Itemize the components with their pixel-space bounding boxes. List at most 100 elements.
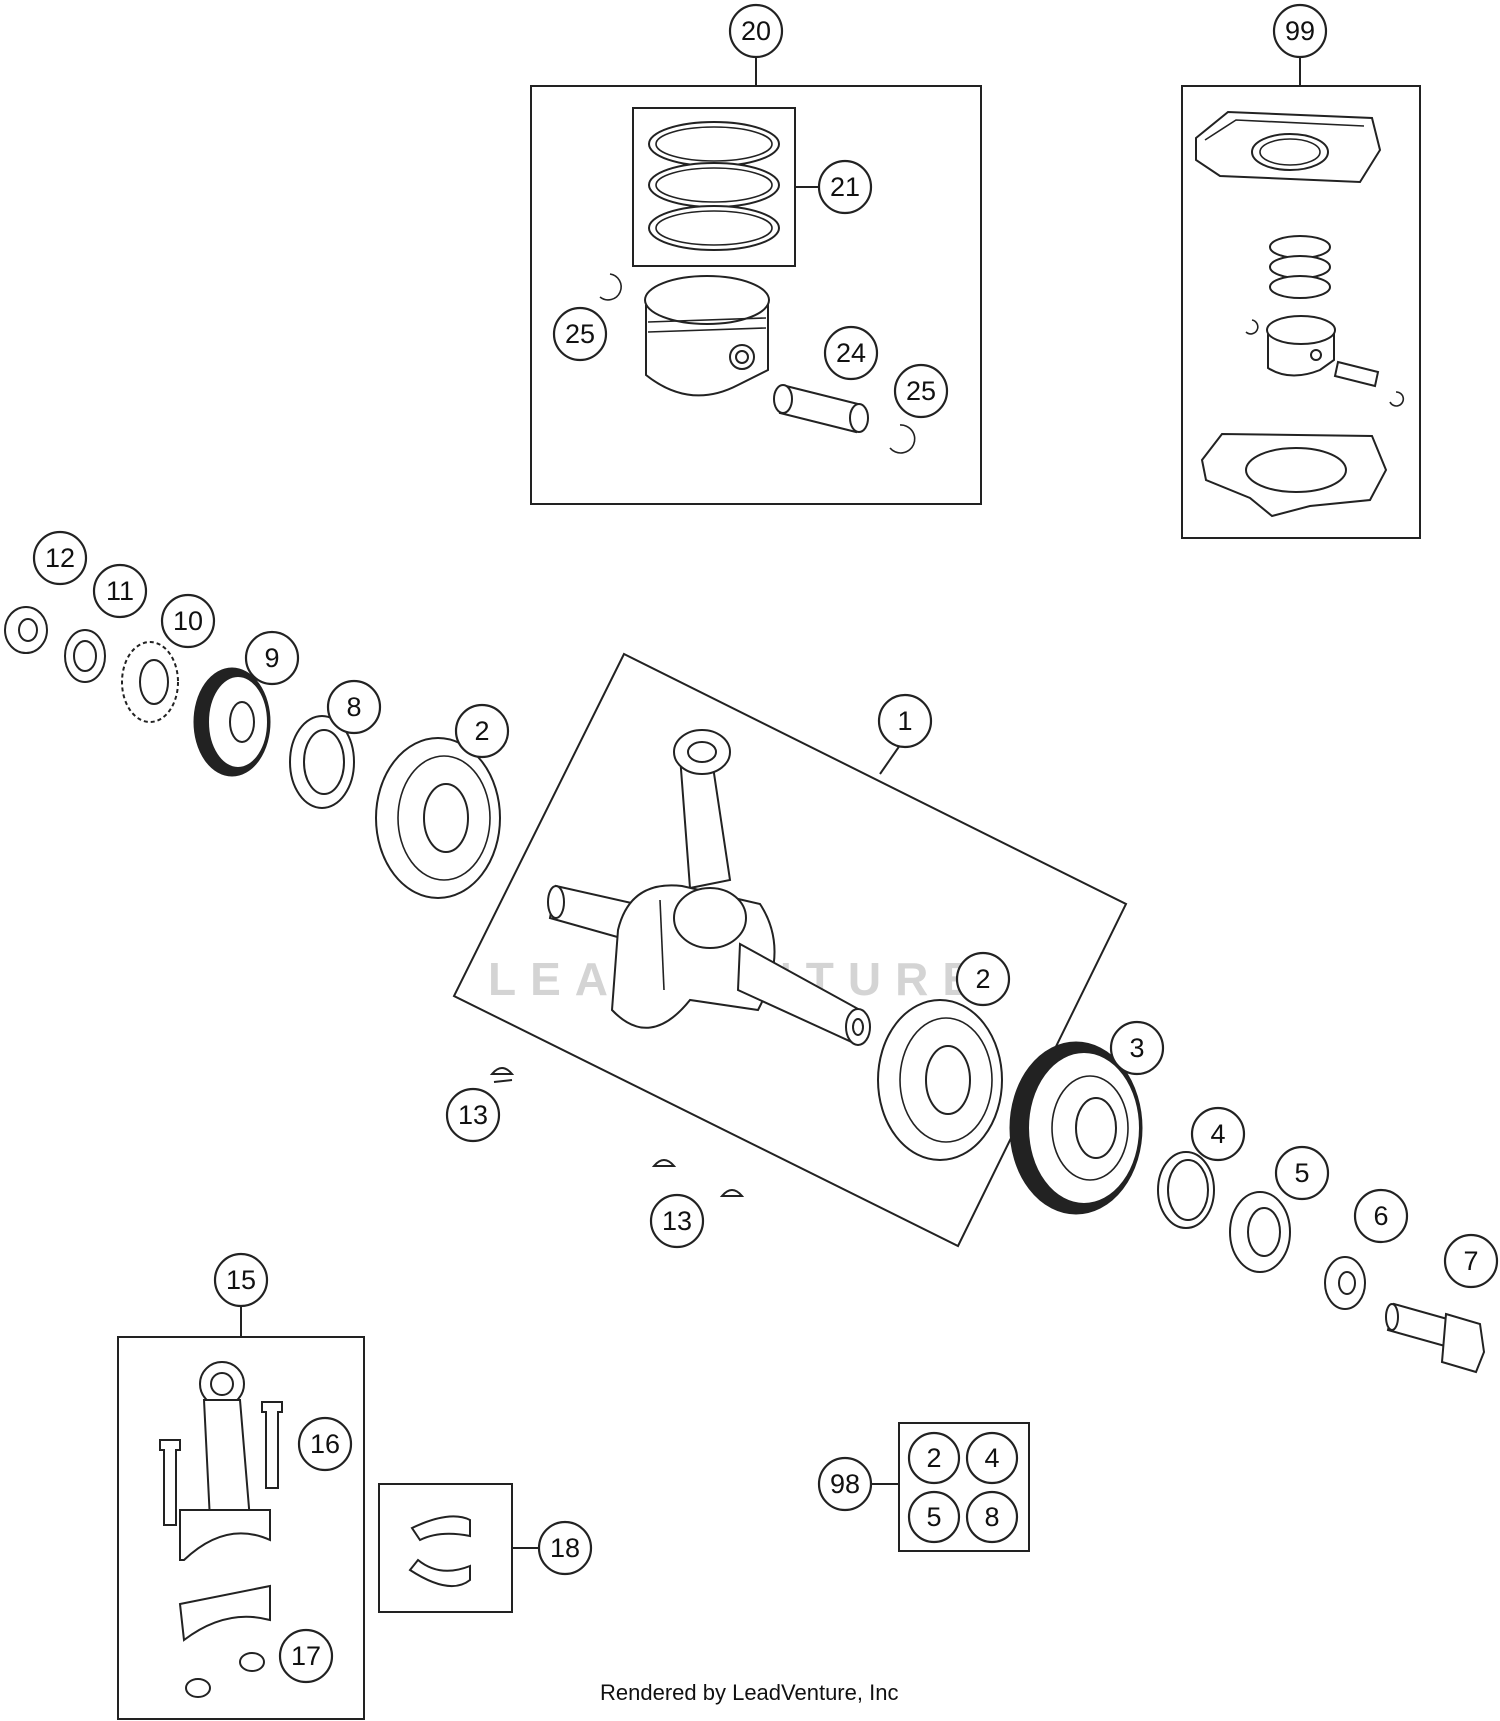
callout-21[interactable]: 21 (817, 159, 873, 215)
svg-text:21: 21 (830, 172, 860, 202)
callout-16[interactable]: 16 (297, 1416, 353, 1472)
svg-text:2: 2 (474, 716, 489, 746)
base-gasket (1200, 432, 1388, 518)
kit-98-item-c[interactable]: 5 (907, 1490, 961, 1544)
callout-11[interactable]: 11 (92, 563, 148, 619)
svg-text:24: 24 (836, 338, 866, 368)
callout-98[interactable]: 98 (817, 1456, 873, 1512)
svg-text:18: 18 (550, 1533, 580, 1563)
circlip-right (889, 424, 916, 454)
svg-text:11: 11 (106, 576, 134, 606)
crankshaft-frame (452, 652, 1128, 1248)
mini-circlip-right (1389, 391, 1405, 407)
svg-text:98: 98 (830, 1469, 860, 1499)
callout-5[interactable]: 5 (1274, 1145, 1330, 1201)
svg-text:5: 5 (926, 1502, 941, 1532)
mini-rings (1269, 235, 1331, 299)
callout-25-right[interactable]: 25 (893, 363, 949, 419)
bearing-shell-group (378, 1483, 541, 1613)
washer-11 (64, 629, 106, 683)
callout-13-left[interactable]: 13 (445, 1087, 501, 1143)
svg-text:2: 2 (975, 964, 990, 994)
callout-12[interactable]: 12 (32, 530, 88, 586)
bolt-7 (1385, 1302, 1486, 1374)
bearing-shell-frame (378, 1483, 513, 1613)
piston-pin (773, 384, 869, 434)
callout-2-right[interactable]: 2 (955, 951, 1011, 1007)
svg-text:6: 6 (1373, 1201, 1388, 1231)
kit-98-item-a[interactable]: 2 (907, 1431, 961, 1485)
kit-98-item-b[interactable]: 4 (965, 1431, 1019, 1485)
mini-piston (1266, 315, 1336, 377)
svg-text:9: 9 (264, 643, 279, 673)
mini-pin (1333, 360, 1380, 388)
gear-3 (1009, 1041, 1143, 1215)
svg-text:10: 10 (173, 606, 203, 636)
conrod-cap (178, 1584, 271, 1642)
kit-98-group (870, 1422, 1030, 1552)
svg-text:8: 8 (984, 1502, 999, 1532)
conrod-nuts (185, 1652, 265, 1698)
bearing-shell-top (410, 1515, 471, 1542)
piston-rings (648, 121, 780, 251)
callout-10[interactable]: 10 (160, 593, 216, 649)
svg-text:8: 8 (346, 692, 361, 722)
callout-13-right[interactable]: 13 (649, 1193, 705, 1249)
callout-99[interactable]: 99 (1272, 3, 1328, 59)
svg-text:17: 17 (291, 1641, 321, 1671)
svg-text:2: 2 (926, 1443, 941, 1473)
conrod-bolts (159, 1401, 283, 1526)
svg-text:16: 16 (310, 1429, 340, 1459)
crankshaft (547, 729, 871, 1046)
callout-20[interactable]: 20 (728, 3, 784, 59)
callout-24[interactable]: 24 (823, 325, 879, 381)
nut-5 (1229, 1191, 1291, 1273)
svg-text:13: 13 (458, 1100, 488, 1130)
sprocket-10 (121, 641, 179, 723)
piston-kit-group (530, 53, 982, 505)
seal-8 (289, 715, 355, 809)
woodruff-keys (489, 1067, 745, 1197)
mini-circlip-left (1245, 319, 1259, 335)
callout-4[interactable]: 4 (1190, 1106, 1246, 1162)
bearing-2-right (877, 999, 1003, 1161)
svg-text:25: 25 (565, 319, 595, 349)
callout-1[interactable]: 1 (877, 693, 933, 749)
crankshaft-group (452, 652, 1128, 1248)
head-gasket (1195, 110, 1382, 184)
washer-4 (1157, 1151, 1215, 1229)
svg-text:3: 3 (1129, 1033, 1144, 1063)
svg-text:7: 7 (1463, 1246, 1478, 1276)
callout-3[interactable]: 3 (1109, 1020, 1165, 1076)
conrod-group (117, 1304, 365, 1720)
svg-text:4: 4 (1210, 1119, 1225, 1149)
callout-2-left[interactable]: 2 (454, 703, 510, 759)
callout-6[interactable]: 6 (1353, 1188, 1409, 1244)
svg-text:1: 1 (897, 706, 912, 736)
left-shaft-parts (4, 606, 501, 899)
svg-text:4: 4 (984, 1443, 999, 1473)
svg-text:13: 13 (662, 1206, 692, 1236)
svg-text:15: 15 (226, 1265, 256, 1295)
credit-text: Rendered by LeadVenture, Inc (600, 1680, 898, 1705)
callout-9[interactable]: 9 (244, 630, 300, 686)
washer-6 (1324, 1256, 1366, 1310)
svg-text:12: 12 (45, 543, 75, 573)
circlip-left (599, 273, 622, 301)
callout-25-left[interactable]: 25 (552, 306, 608, 362)
svg-text:25: 25 (906, 376, 936, 406)
gear-9 (193, 667, 271, 777)
callout-17[interactable]: 17 (278, 1628, 334, 1684)
svg-text:99: 99 (1285, 16, 1315, 46)
svg-text:5: 5 (1294, 1158, 1309, 1188)
bearing-shell-bottom (408, 1558, 471, 1587)
bearing-2-left (375, 737, 501, 899)
kit-98-item-d[interactable]: 8 (965, 1490, 1019, 1544)
svg-text:20: 20 (741, 16, 771, 46)
callout-7[interactable]: 7 (1443, 1233, 1499, 1289)
callout-18[interactable]: 18 (537, 1520, 593, 1576)
kit-98-frame (898, 1422, 1030, 1552)
callout-15[interactable]: 15 (213, 1252, 269, 1308)
callout-8[interactable]: 8 (326, 679, 382, 735)
